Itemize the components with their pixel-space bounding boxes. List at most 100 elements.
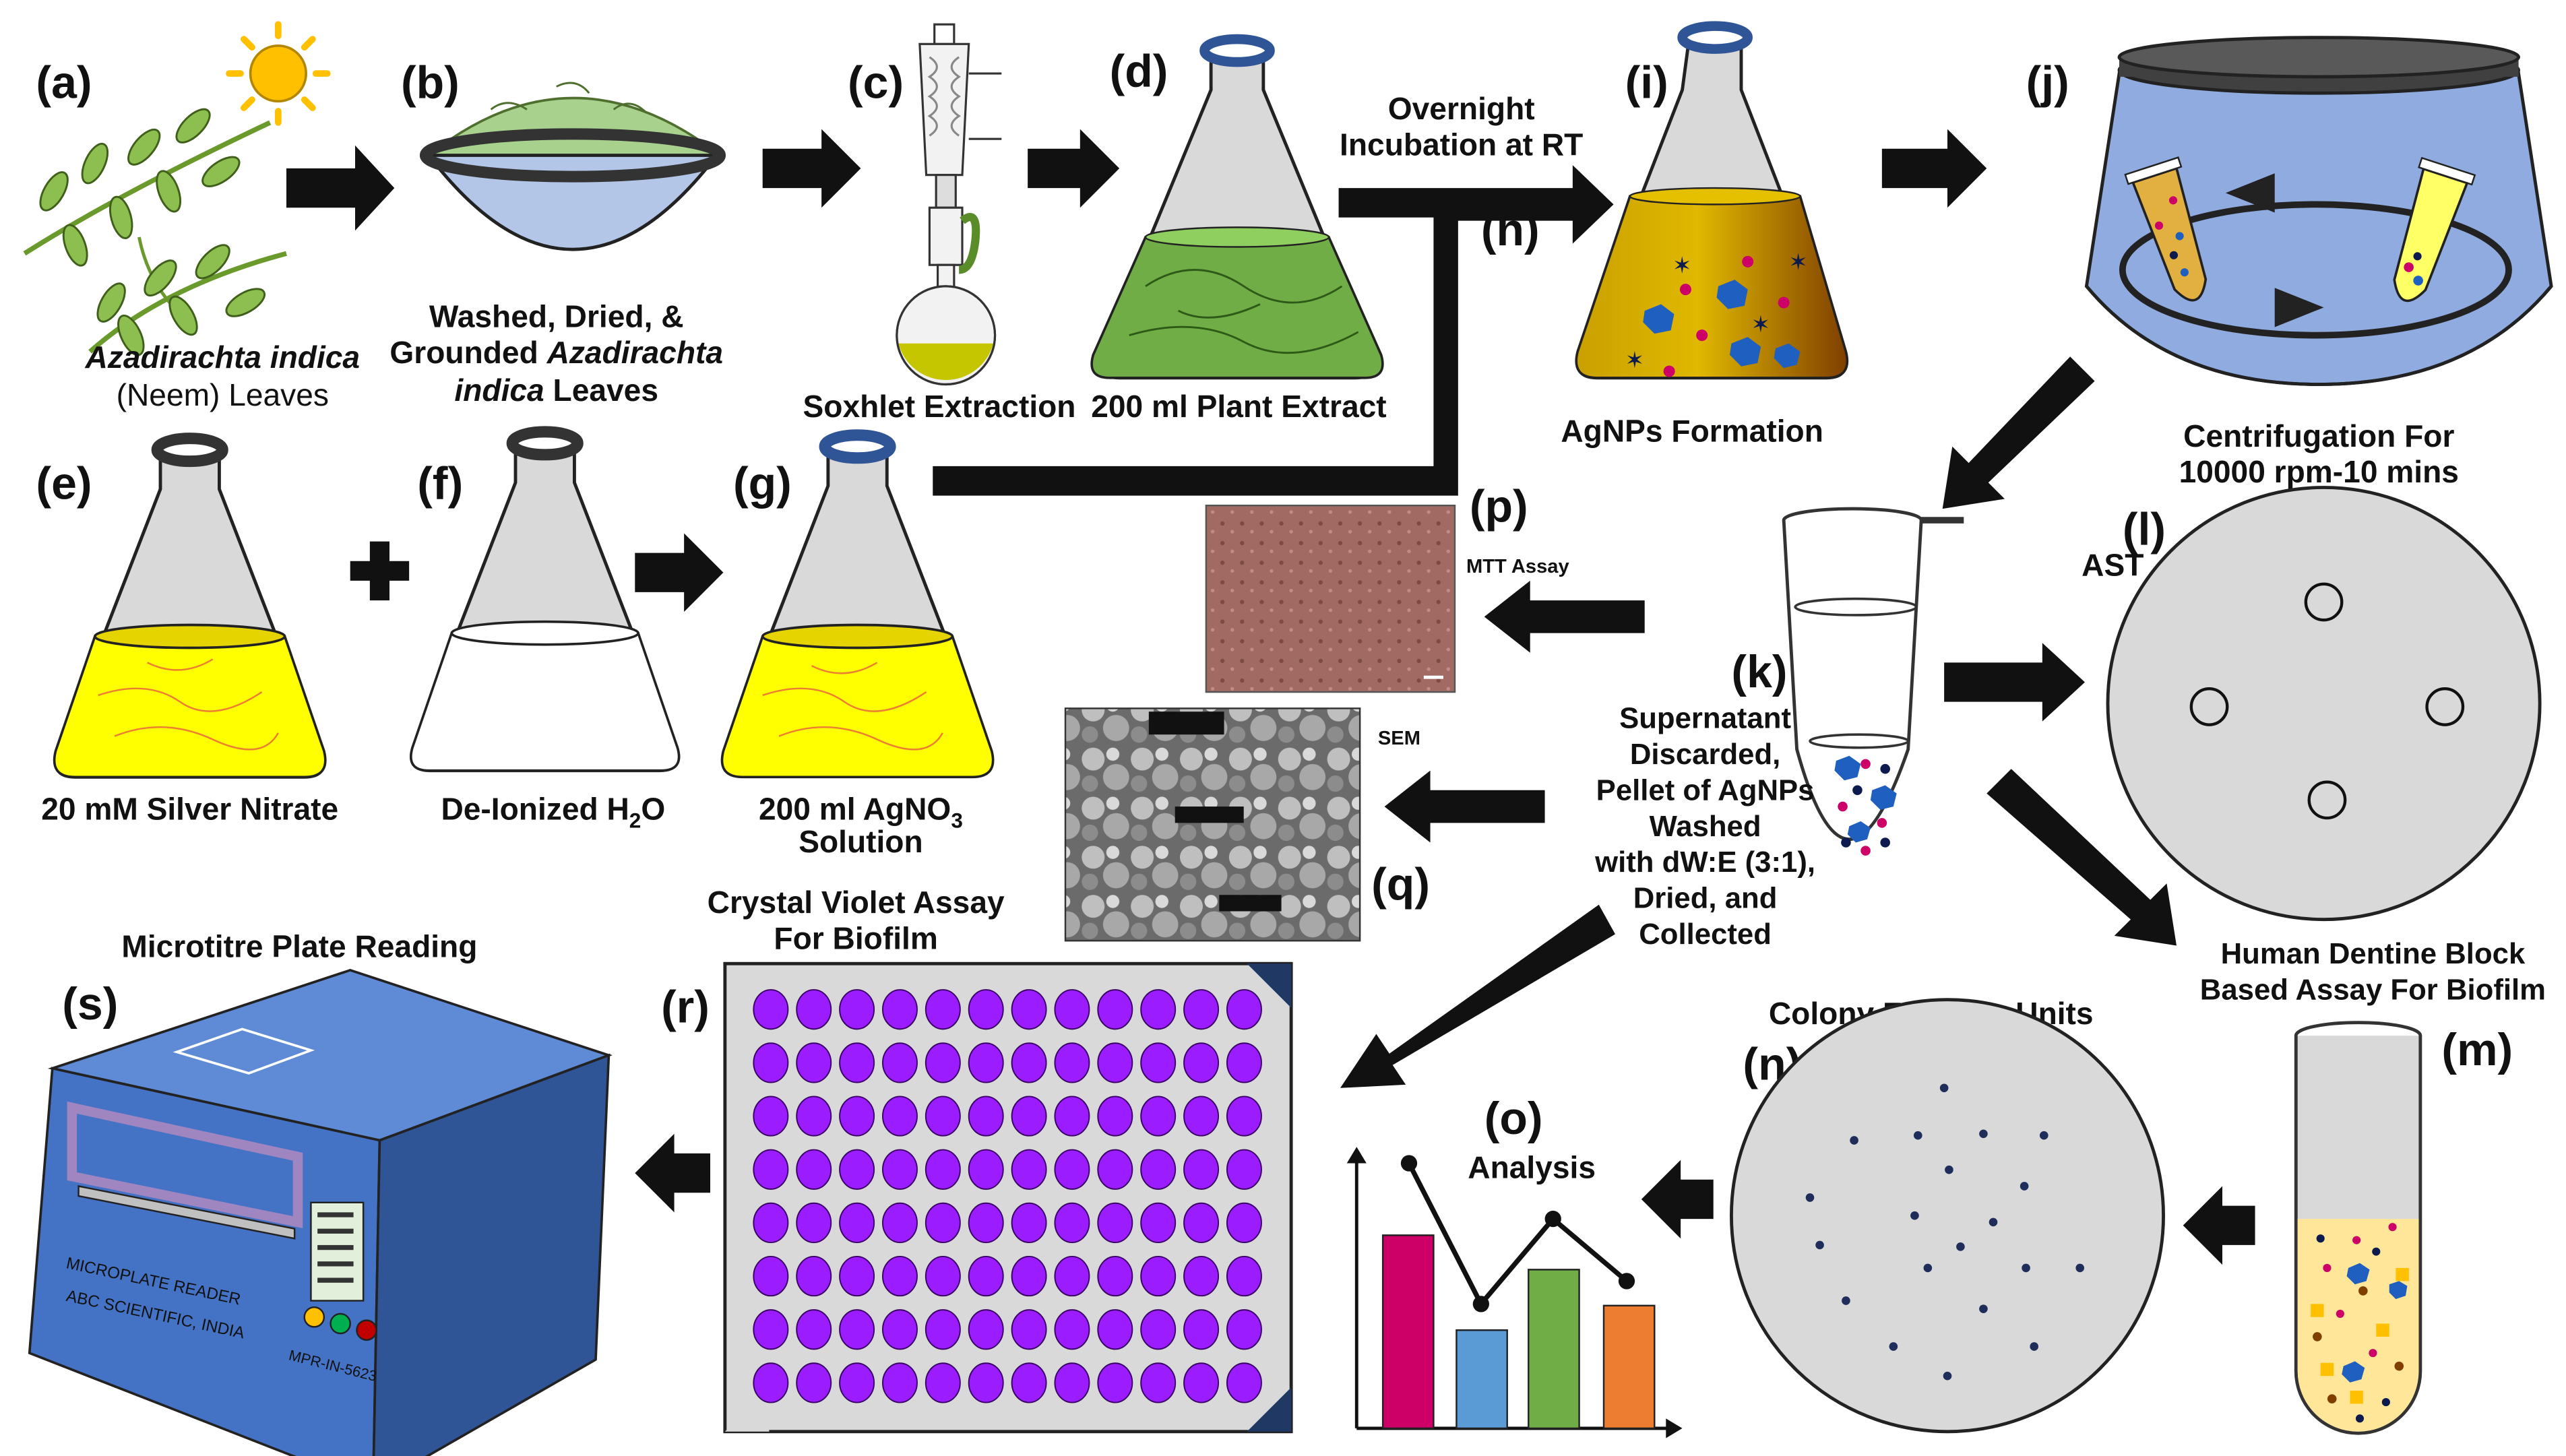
step-label-s: (s) [62, 978, 118, 1030]
caption-k-line6: Dried, and [1633, 882, 1778, 915]
caption-j-line2: 10000 rpm-10 mins [2179, 454, 2459, 489]
step-label-h: (h) [1481, 204, 1540, 255]
microplate-well [882, 1202, 918, 1244]
caption-k-line7: Collected [1639, 918, 1772, 951]
microplate-well [796, 1202, 832, 1244]
microplate-well [1097, 1255, 1133, 1297]
step-label-j: (j) [2026, 57, 2069, 108]
caption-o: Analysis [1468, 1149, 1596, 1184]
erlenmeyer-flask-icon [53, 433, 327, 779]
petri-dish-icon [2106, 486, 2542, 922]
caption-k-line2: Discarded, [1630, 738, 1780, 771]
caption-p: MTT Assay [1466, 556, 1569, 577]
sem-micrograph [1064, 707, 1361, 942]
microplate-well [882, 1362, 918, 1403]
bar-line-chart-icon [1346, 1147, 1683, 1438]
microplate-well [968, 1255, 1004, 1297]
step-label-a: (a) [36, 57, 92, 108]
microplate-well [882, 1096, 918, 1137]
microplate-well [1140, 989, 1177, 1030]
caption-g-line1: 200 ml AgNO3 [759, 792, 963, 833]
centrifuge-icon [2084, 36, 2553, 386]
arrow-icon [762, 129, 861, 208]
microplate-well [925, 1362, 961, 1403]
caption-k-line3: Pellet of AgNPs [1596, 773, 1815, 806]
caption-b-line1: Washed, Dried, & [429, 299, 684, 334]
microplate-well [1183, 1149, 1220, 1190]
microplate-well [839, 1202, 875, 1244]
microplate-well [925, 1202, 961, 1244]
microplate-well [968, 1362, 1004, 1403]
caption-c: Soxhlet Extraction [803, 389, 1076, 424]
microplate-well [1183, 1362, 1220, 1403]
erlenmeyer-flask-icon: ✶ ✶ ✶ ✶ [1575, 21, 1849, 380]
microplate-well [839, 1149, 875, 1190]
microplate-well [1054, 1362, 1090, 1403]
well-grid [753, 989, 1262, 1403]
microplate-well [753, 1149, 789, 1190]
microplate-well [1097, 1309, 1133, 1350]
caption-k-line1: Supernatant [1619, 702, 1791, 735]
caption-e: 20 mM Silver Nitrate [41, 792, 338, 827]
microplate-well [796, 1096, 832, 1137]
microplate-well [1226, 1149, 1262, 1190]
microplate-well [1183, 1309, 1220, 1350]
step-label-c: (c) [848, 57, 904, 108]
arrow-icon [2183, 1186, 2255, 1265]
caption-r-line1: Crystal Violet Assay [708, 885, 1005, 920]
microplate-well [1011, 1149, 1047, 1190]
microplate-well [882, 1309, 918, 1350]
erlenmeyer-flask-icon [410, 426, 681, 773]
caption-k-line5: with dW:E (3:1), [1594, 846, 1815, 879]
microplate-well [925, 1042, 961, 1083]
microplate-well [839, 1362, 875, 1403]
arrow-icon [1986, 769, 2177, 946]
microplate-reader-icon [28, 969, 613, 1456]
svg-text:✶: ✶ [1751, 312, 1771, 338]
step-label-k: (k) [1731, 646, 1787, 697]
caption-b-line3: indica Leaves [454, 373, 658, 408]
microplate-well [796, 1255, 832, 1297]
microplate-well [968, 1309, 1004, 1350]
arrow-icon [286, 145, 395, 231]
microplate-well [753, 1362, 789, 1403]
chart-bar-4 [1602, 1304, 1656, 1430]
step-label-l: (l) [2123, 504, 2166, 555]
microplate-well [1011, 989, 1047, 1030]
microplate-well [1226, 1042, 1262, 1083]
microplate-well [839, 989, 875, 1030]
caption-b-line2: Grounded Azadirachta [389, 335, 723, 370]
sem-annotations [1148, 711, 1282, 912]
microplate-well [753, 1309, 789, 1350]
step-label-r: (r) [661, 982, 710, 1033]
microplate-well [1054, 1309, 1090, 1350]
microplate-well [1140, 1255, 1177, 1297]
petri-dish-icon [1730, 998, 2165, 1434]
microplate-well [796, 1042, 832, 1083]
microplate-well [1011, 1202, 1047, 1244]
step-label-m: (m) [2441, 1024, 2513, 1075]
microplate-well [1097, 1202, 1133, 1244]
caption-m-line2: Based Assay For Biofilm [2200, 974, 2546, 1007]
microplate-well [882, 1149, 918, 1190]
microplate-well [1183, 1255, 1220, 1297]
erlenmeyer-flask-icon [720, 429, 995, 779]
microplate-well [925, 1149, 961, 1190]
caption-i: AgNPs Formation [1561, 414, 1823, 449]
step-label-g: (g) [733, 458, 792, 509]
caption-m-line1: Human Dentine Block [2221, 937, 2526, 970]
caption-d: 200 ml Plant Extract [1091, 389, 1386, 424]
microplate-well [1011, 1362, 1047, 1403]
chart-bar-1 [1381, 1234, 1435, 1430]
microplate-well [1097, 1362, 1133, 1403]
microplate-well [796, 1362, 832, 1403]
microplate-well [1226, 1255, 1262, 1297]
microplate-well [839, 1042, 875, 1083]
arrow-icon [1944, 643, 2085, 722]
microplate-well [1183, 1042, 1220, 1083]
microplate-well [925, 1255, 961, 1297]
svg-text:✶: ✶ [1625, 348, 1645, 373]
microplate-well [1054, 1202, 1090, 1244]
caption-s: Microtitre Plate Reading [121, 929, 477, 964]
